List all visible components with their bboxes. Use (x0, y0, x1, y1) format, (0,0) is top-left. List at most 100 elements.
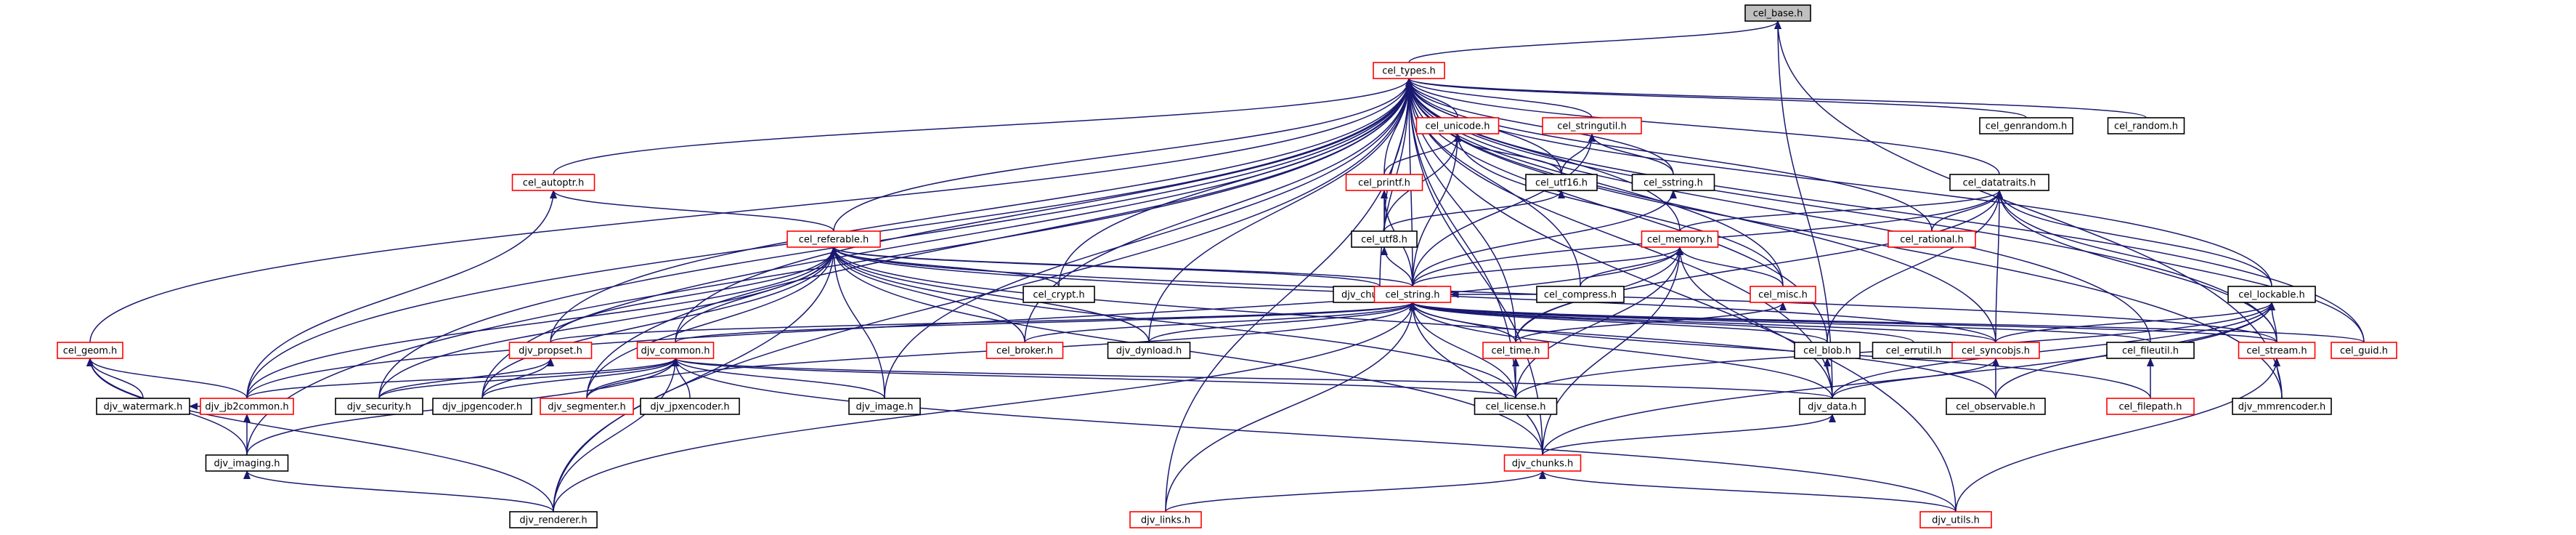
node-cel-license[interactable]: cel_license.h (1474, 398, 1558, 415)
edge-cel_stream-to-cel_lockable (2268, 302, 2278, 343)
node-cel-stringutil[interactable]: cel_stringutil.h (1542, 117, 1642, 134)
node-label: djv_jpxencoder.h (650, 402, 729, 413)
edge-line (1454, 133, 1784, 287)
node-djv-jpxencoder[interactable]: djv_jpxencoder.h (640, 398, 740, 415)
node-cel-datatraits[interactable]: cel_datatraits.h (1949, 174, 2049, 191)
edge-line (378, 246, 837, 399)
node-cel-compress[interactable]: cel_compress.h (1536, 286, 1625, 303)
nodes: cel_base.h cel_types.h cel_unicode.h cel_st… (57, 4, 2397, 528)
node-djv-jb2common[interactable]: djv_jb2common.h (200, 398, 294, 415)
node-box (1107, 342, 1191, 359)
node-cel-types[interactable]: cel_types.h (1373, 62, 1445, 79)
node-djv-jpgencoder[interactable]: djv_jpgencoder.h (432, 398, 532, 415)
node-box (1023, 286, 1095, 303)
edge-cel_sstring-to-cel_stringutil (1588, 133, 1674, 175)
node-cel-crypt[interactable]: cel_crypt.h (1023, 286, 1095, 303)
edge-cel_time-to-cel_misc (1515, 302, 1787, 343)
node-box (1474, 398, 1558, 415)
node-label: cel_datatraits.h (1963, 178, 2036, 189)
node-cel-broker[interactable]: cel_broker.h (986, 342, 1064, 359)
node-djv-mmrencoder[interactable]: djv_mmrencoder.h (2232, 398, 2332, 415)
edge-line (1405, 78, 1933, 232)
node-djv-watermark[interactable]: djv_watermark.h (96, 398, 190, 415)
edge-djv_data-to-cel_types (1405, 78, 1833, 399)
node-cel-lockable[interactable]: cel_lockable.h (2227, 286, 2316, 303)
edge-line (1832, 302, 2275, 399)
node-djv-propset[interactable]: djv_propset.h (508, 342, 593, 359)
node-cel-string[interactable]: cel_string.h (1373, 286, 1452, 303)
node-cel-geom[interactable]: cel_geom.h (57, 342, 123, 359)
edge-djv_renderer-to-cel_referable (553, 246, 837, 512)
edge-line (86, 358, 248, 399)
node-label: djv_dynload.h (1116, 346, 1182, 357)
node-cel-observable[interactable]: cel_observable.h (1946, 398, 2046, 415)
edge-line (1539, 470, 1957, 512)
node-djv-data[interactable]: djv_data.h (1799, 398, 1866, 415)
node-cel-fileutil[interactable]: cel_fileutil.h (2106, 342, 2195, 359)
node-cel-printf[interactable]: cel_printf.h (1345, 174, 1423, 191)
edge-djv_data-to-cel_syncobjs (1832, 358, 1999, 399)
edge-djv_renderer-to-djv_common (553, 358, 679, 512)
edge-line (830, 246, 1025, 343)
node-djv-dynload[interactable]: djv_dynload.h (1107, 342, 1191, 359)
node-cel-memory[interactable]: cel_memory.h (1641, 230, 1719, 248)
node-label: djv_jpgencoder.h (442, 402, 522, 413)
node-djv-renderer[interactable]: djv_renderer.h (509, 511, 598, 528)
node-djv-chunks[interactable]: djv_chunks.h (1503, 454, 1582, 472)
node-cel-genrandom[interactable]: cel_genrandom.h (1979, 117, 2073, 134)
edge-djv_chunks-to-djv_data (1542, 414, 1836, 456)
node-djv-links[interactable]: djv_links.h (1129, 511, 1202, 528)
edge-djv_image-to-djv_common (672, 358, 885, 399)
node-cel-base[interactable]: cel_base.h (1744, 4, 1811, 22)
node-cel-referable[interactable]: cel_referable.h (787, 230, 881, 248)
edge-djv_data-to-cel_string (1409, 302, 1833, 399)
node-label: cel_observable.h (1956, 402, 2035, 413)
node-djv-common[interactable]: djv_common.h (636, 342, 715, 359)
edge-line (830, 246, 1060, 287)
node-cel-syncobjs[interactable]: cel_syncobjs.h (1951, 342, 2040, 359)
edge-djv_dynload-to-cel_referable (830, 246, 1150, 343)
edge-djv_links-to-cel_string (1165, 302, 1416, 512)
node-djv-security[interactable]: djv_security.h (335, 398, 423, 415)
node-cel-misc[interactable]: cel_misc.h (1750, 286, 1816, 303)
node-label: cel_types.h (1382, 66, 1435, 77)
node-cel-filepath[interactable]: cel_filepath.h (2106, 398, 2195, 415)
node-cel-sstring[interactable]: cel_sstring.h (1631, 174, 1715, 191)
edge-line (884, 78, 1413, 399)
node-djv-segmenter[interactable]: djv_segmenter.h (540, 398, 634, 415)
node-cel-blob[interactable]: cel_blob.h (1794, 342, 1861, 359)
node-cel-utf8[interactable]: cel_utf8.h (1351, 230, 1418, 248)
node-djv-imaging[interactable]: djv_imaging.h (205, 454, 289, 472)
edge-line (1588, 133, 1674, 175)
node-label: djv_security.h (347, 402, 411, 413)
edge-line (1148, 302, 1416, 343)
node-cel-random[interactable]: cel_random.h (2107, 117, 2185, 134)
node-cel-time[interactable]: cel_time.h (1482, 342, 1549, 359)
edge-line (1409, 302, 1828, 343)
node-cel-autoptr[interactable]: cel_autoptr.h (511, 174, 596, 191)
edge-line (1409, 302, 1996, 343)
edge-line (1405, 78, 1593, 118)
node-label: cel_stringutil.h (1557, 121, 1627, 132)
node-cel-rational[interactable]: cel_rational.h (1888, 230, 1976, 248)
edge-line (586, 246, 837, 399)
edge-line (378, 358, 554, 399)
node-label: cel_errutil.h (1886, 346, 1942, 357)
edge-djv_data-to-cel_base (1774, 20, 1833, 399)
edge-line (1405, 78, 2027, 118)
node-cel-stream[interactable]: cel_stream.h (2238, 342, 2316, 359)
node-cel-unicode[interactable]: cel_unicode.h (1415, 117, 1500, 134)
edge-line (243, 470, 554, 512)
edge-cel_blob-to-cel_string (1409, 302, 1828, 343)
node-cel-guid[interactable]: cel_guid.h (2331, 342, 2397, 359)
node-cel-errutil[interactable]: cel_errutil.h (1872, 342, 1956, 359)
edge-cel_string-to-cel_unicode (1412, 133, 1461, 287)
node-djv-image[interactable]: djv_image.h (848, 398, 921, 415)
edge-line (1058, 78, 1413, 287)
node-djv-utils[interactable]: djv_utils.h (1919, 511, 1992, 528)
edge-cel_license-to-cel_string (1409, 302, 1516, 399)
edge-djv_dynload-to-cel_string (1148, 302, 1416, 343)
node-cel-utf16[interactable]: cel_utf16.h (1525, 174, 1598, 191)
edge-cel_types-to-cel_base (1408, 20, 1781, 63)
edge-line (1381, 246, 1413, 287)
